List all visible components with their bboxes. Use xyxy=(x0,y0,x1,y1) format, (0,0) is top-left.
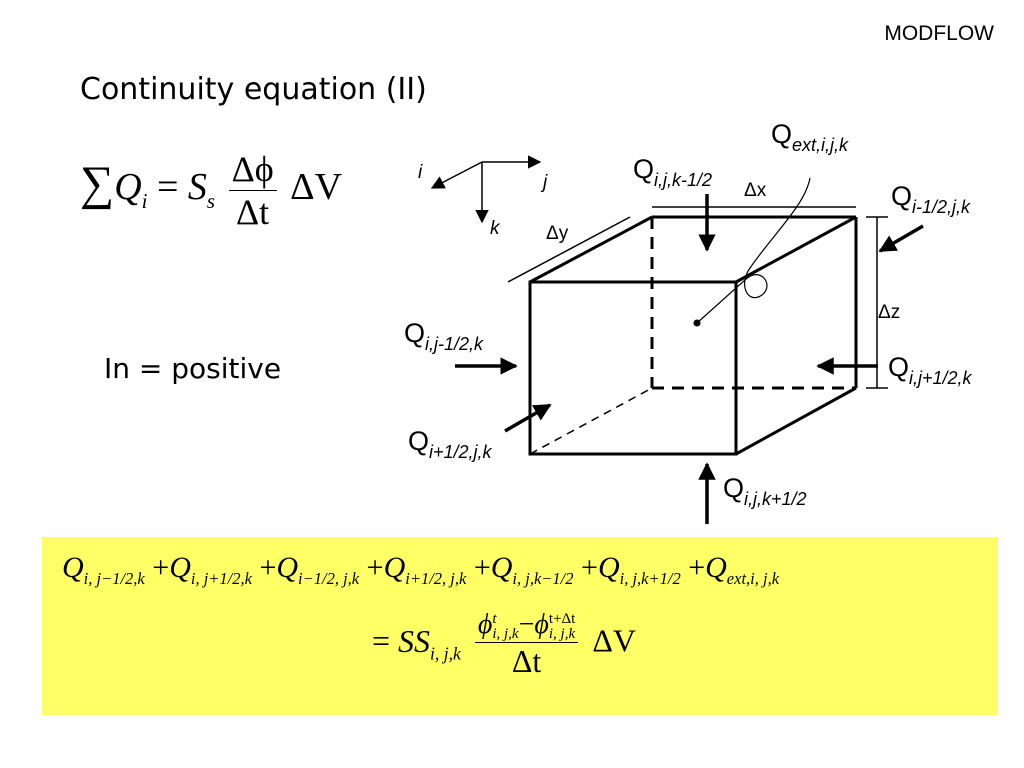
term-q1: Qi, j−1/2,k xyxy=(62,551,145,588)
eq1-q-sub: i xyxy=(141,188,148,213)
flow-back-arrow xyxy=(878,224,924,253)
dy-dimension-line xyxy=(507,216,631,283)
term-q3: Qi−1/2, j,k xyxy=(276,551,360,588)
sign-convention-note: In = positive xyxy=(104,352,282,385)
cell-volume: ΔV xyxy=(592,622,637,659)
flow-front-arrow xyxy=(504,403,552,433)
flow-ext-label: Qext,i,j,k xyxy=(771,119,849,155)
eq1-fraction: Δϕ Δt xyxy=(228,148,277,233)
cube-top-right-edge xyxy=(735,215,857,284)
flow-top-label: Qi,j,k-1/2 xyxy=(633,154,712,190)
cube-top-left-edge xyxy=(529,215,653,284)
term-q5: Qi, j,k−1/2 xyxy=(490,551,574,588)
eq1-q: Q xyxy=(114,166,142,209)
flow-arrows xyxy=(455,194,924,524)
eq1-s: S xyxy=(187,166,207,209)
axis-triad: i j k xyxy=(418,155,548,239)
slide-title: Continuity equation (II) xyxy=(80,72,427,107)
eq1-dv: ΔV xyxy=(290,166,343,209)
time-step: Δt xyxy=(511,642,542,679)
axis-j-label: j xyxy=(540,172,548,193)
cube xyxy=(528,215,858,456)
flow-back-label: Qi-1/2,j,k xyxy=(891,181,971,217)
flow-left-label: Qi,j-1/2,k xyxy=(404,318,484,354)
term-q4: Qi+1/2, j,k xyxy=(383,551,467,588)
balance-equation-lhs: Qi, j−1/2,k +Qi, j+1/2,k +Qi−1/2, j,k +Q… xyxy=(62,551,779,589)
dy-label: Δy xyxy=(546,223,569,244)
axis-i-label: i xyxy=(418,162,423,183)
flow-front-label: Qi+1/2,j,k xyxy=(408,426,493,462)
corner-label: MODFLOW xyxy=(884,22,994,45)
ext-source-curve xyxy=(696,177,811,324)
continuity-equation: ∑Qi = Ss Δϕ Δt ΔV xyxy=(80,148,342,233)
axis-i-arrow xyxy=(430,161,483,189)
cube-front-face xyxy=(528,280,738,456)
dx-label: Δx xyxy=(744,180,767,201)
eq1-equals: = xyxy=(156,166,179,209)
plus-sign: + xyxy=(473,551,491,584)
plus-sign: + xyxy=(259,551,277,584)
flow-bottom-label: Qi,j,k+1/2 xyxy=(723,473,807,509)
dimensions xyxy=(507,206,888,389)
sum-symbol: ∑ xyxy=(80,157,115,211)
plus-sign: + xyxy=(152,551,170,584)
axis-k-label: k xyxy=(490,218,501,239)
dz-label: Δz xyxy=(878,302,900,323)
plus-sign: + xyxy=(688,551,706,584)
cube-hidden-left-edge xyxy=(529,387,653,455)
term-q6: Qi, j,k+1/2 xyxy=(597,551,681,588)
specific-storage: SSi, j,k xyxy=(398,622,461,664)
eq1-s-sub: s xyxy=(206,188,216,213)
plus-sign: + xyxy=(366,551,384,584)
term-q7: Qext,i, j,k xyxy=(705,551,780,588)
rhs-equals: = xyxy=(372,622,391,659)
eq1-frac-den: Δt xyxy=(236,192,270,232)
balance-equation-box: Qi, j−1/2,k +Qi, j+1/2,k +Qi−1/2, j,k +Q… xyxy=(42,537,998,715)
eq1-frac-num: Δϕ xyxy=(228,148,277,191)
flow-right-label: Qi,j+1/2,k xyxy=(888,352,973,388)
plus-sign: + xyxy=(581,551,598,584)
term-q2: Qi, j+1/2,k xyxy=(169,551,252,588)
cube-bottom-right-edge xyxy=(735,386,857,456)
